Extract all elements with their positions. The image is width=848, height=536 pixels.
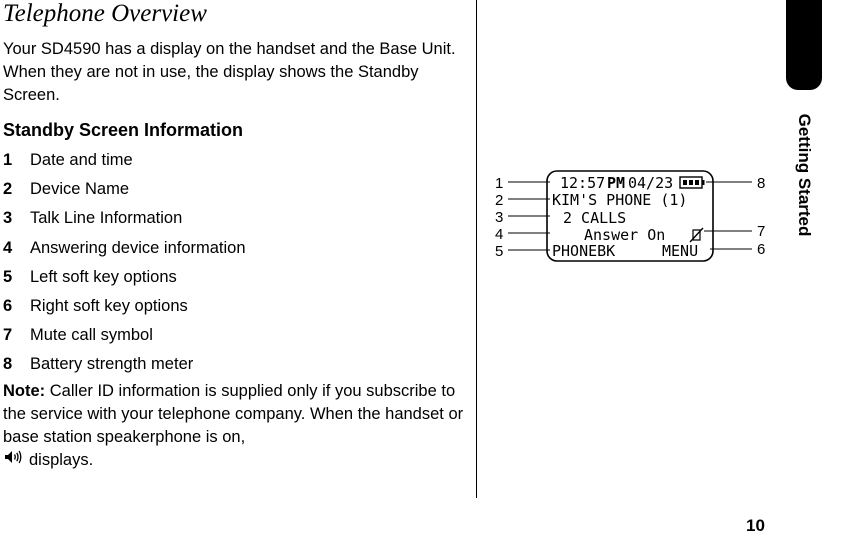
display-left-softkey: PHONEBK xyxy=(552,242,615,260)
callout-5: 5 xyxy=(495,243,503,260)
item-number: 7 xyxy=(3,326,13,345)
callout-1: 1 xyxy=(495,175,503,192)
note-text: Caller ID information is supplied only i… xyxy=(3,382,464,446)
display-talk-line: 2 CALLS xyxy=(563,209,626,227)
item-number: 2 xyxy=(3,180,13,199)
standby-screen-diagram: 12:57 PM 04/23 KIM'S PHONE (1) 2 CALLS A… xyxy=(495,170,765,262)
item-number: 4 xyxy=(3,238,13,257)
display-answering: Answer On xyxy=(584,226,665,244)
list-item: 8 Battery strength meter xyxy=(3,354,246,383)
list-item: 1 Date and time xyxy=(3,150,246,179)
right-leader-lines xyxy=(704,181,752,250)
page-title: Telephone Overview xyxy=(3,0,207,27)
callout-7: 7 xyxy=(757,223,765,240)
item-number: 6 xyxy=(3,296,13,315)
callout-4: 4 xyxy=(495,226,503,243)
column-divider xyxy=(476,0,477,498)
display-time: 12:57 xyxy=(560,174,605,192)
callout-8: 8 xyxy=(757,175,765,192)
side-tab-label: Getting Started xyxy=(795,113,814,237)
item-number: 3 xyxy=(3,209,13,228)
item-label: Battery strength meter xyxy=(30,355,194,374)
standby-info-list: 1 Date and time 2 Device Name 3 Talk Line I… xyxy=(3,150,246,384)
item-label: Mute call symbol xyxy=(30,326,153,345)
left-leader-lines xyxy=(508,181,550,251)
list-item: 3 Talk Line Information xyxy=(3,208,246,237)
item-number: 8 xyxy=(3,355,13,374)
item-number: 1 xyxy=(3,151,13,169)
display-date: 04/23 xyxy=(628,174,673,192)
item-number: 5 xyxy=(3,267,13,286)
list-item: 7 Mute call symbol xyxy=(3,325,246,354)
display-ampm: PM xyxy=(607,174,625,192)
battery-icon xyxy=(679,176,705,189)
callout-2: 2 xyxy=(495,192,503,209)
side-tab-marker xyxy=(786,0,822,90)
list-item: 6 Right soft key options xyxy=(3,296,246,325)
item-label: Right soft key options xyxy=(30,296,188,315)
note-tail: displays. xyxy=(29,451,94,469)
list-item: 5 Left soft key options xyxy=(3,267,246,296)
list-item: 4 Answering device information xyxy=(3,238,246,267)
callout-3: 3 xyxy=(495,209,503,226)
section-heading: Standby Screen Information xyxy=(3,120,244,140)
speaker-icon xyxy=(3,449,23,472)
item-label: Device Name xyxy=(30,180,130,199)
intro-paragraph: Your SD4590 has a display on the handset… xyxy=(3,40,456,104)
item-label: Talk Line Information xyxy=(30,209,183,228)
item-label: Left soft key options xyxy=(30,267,177,286)
display-right-softkey: MENU xyxy=(662,242,698,260)
item-label: Answering device information xyxy=(30,238,246,257)
note-paragraph: Note: Caller ID information is supplied … xyxy=(3,380,479,472)
note-label: Note: xyxy=(3,382,46,400)
callout-6: 6 xyxy=(757,241,765,258)
list-item: 2 Device Name xyxy=(3,179,246,208)
item-label: Date and time xyxy=(30,151,133,169)
display-device-name: KIM'S PHONE (1) xyxy=(552,191,687,209)
page-number: 10 xyxy=(746,516,765,535)
mute-icon xyxy=(689,227,704,243)
